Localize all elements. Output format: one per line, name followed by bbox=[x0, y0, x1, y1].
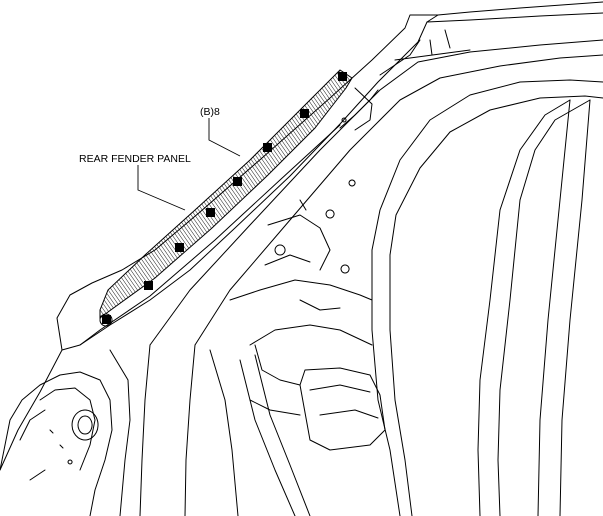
inner-panel-box-detail bbox=[309, 384, 379, 419]
weld-marker bbox=[263, 143, 272, 152]
door-opening-outline bbox=[371, 79, 603, 251]
weld-marker bbox=[102, 315, 111, 324]
door-frame-vertical-4 bbox=[497, 199, 521, 516]
weld-marker bbox=[338, 72, 347, 81]
inner-structure-2 bbox=[209, 349, 239, 516]
label-weld-group: (B)8 bbox=[200, 106, 220, 118]
fender-outer-edge bbox=[0, 14, 439, 471]
lower-wheel-arch bbox=[0, 371, 113, 516]
weld-marker bbox=[233, 177, 242, 186]
door-frame-vertical-2 bbox=[389, 254, 413, 516]
door-frame-vertical-5 bbox=[537, 99, 571, 516]
weld-marker bbox=[144, 281, 153, 290]
door-window-top bbox=[499, 99, 591, 211]
weld-marker bbox=[175, 243, 184, 252]
door-frame-vertical-6 bbox=[559, 99, 591, 516]
leader-rear-fender-panel bbox=[137, 165, 186, 211]
pillar-inner-line-3 bbox=[194, 54, 603, 346]
leader-weld-group bbox=[208, 118, 241, 157]
inner-structure-1 bbox=[139, 344, 196, 516]
weld-marker bbox=[206, 208, 215, 217]
pillar-flange bbox=[339, 87, 379, 131]
pillar-inner-line-1 bbox=[79, 124, 341, 346]
inner-pipe bbox=[239, 354, 311, 516]
door-opening-inner bbox=[389, 95, 603, 256]
fender-roof-edge bbox=[437, 1, 603, 16]
hatched-weld-seam bbox=[99, 69, 353, 319]
lower-details bbox=[19, 349, 131, 516]
inner-panel-line-2 bbox=[249, 324, 373, 346]
roof-inner-edge bbox=[426, 12, 603, 23]
inner-holes bbox=[274, 117, 356, 274]
lower-wheel-arch-inner bbox=[39, 387, 96, 471]
weld-marker bbox=[300, 109, 309, 118]
inner-bracket bbox=[249, 344, 301, 416]
weld-marker-ring bbox=[99, 313, 113, 327]
weld-markers bbox=[102, 72, 347, 324]
fender-outer-edge-2 bbox=[61, 14, 439, 351]
inner-panel-box bbox=[299, 367, 386, 451]
lower-circle-1 bbox=[71, 409, 99, 441]
pillar-inner-line-2 bbox=[149, 39, 603, 346]
pillar-ribs bbox=[379, 29, 471, 76]
inner-panel-line-1 bbox=[229, 279, 373, 301]
label-rear-fender-panel: REAR FENDER PANEL bbox=[79, 153, 191, 165]
door-frame-vertical-1 bbox=[371, 249, 401, 516]
lower-circle-2 bbox=[77, 415, 93, 435]
door-frame-vertical-3 bbox=[477, 209, 501, 516]
inner-contours bbox=[264, 214, 341, 311]
